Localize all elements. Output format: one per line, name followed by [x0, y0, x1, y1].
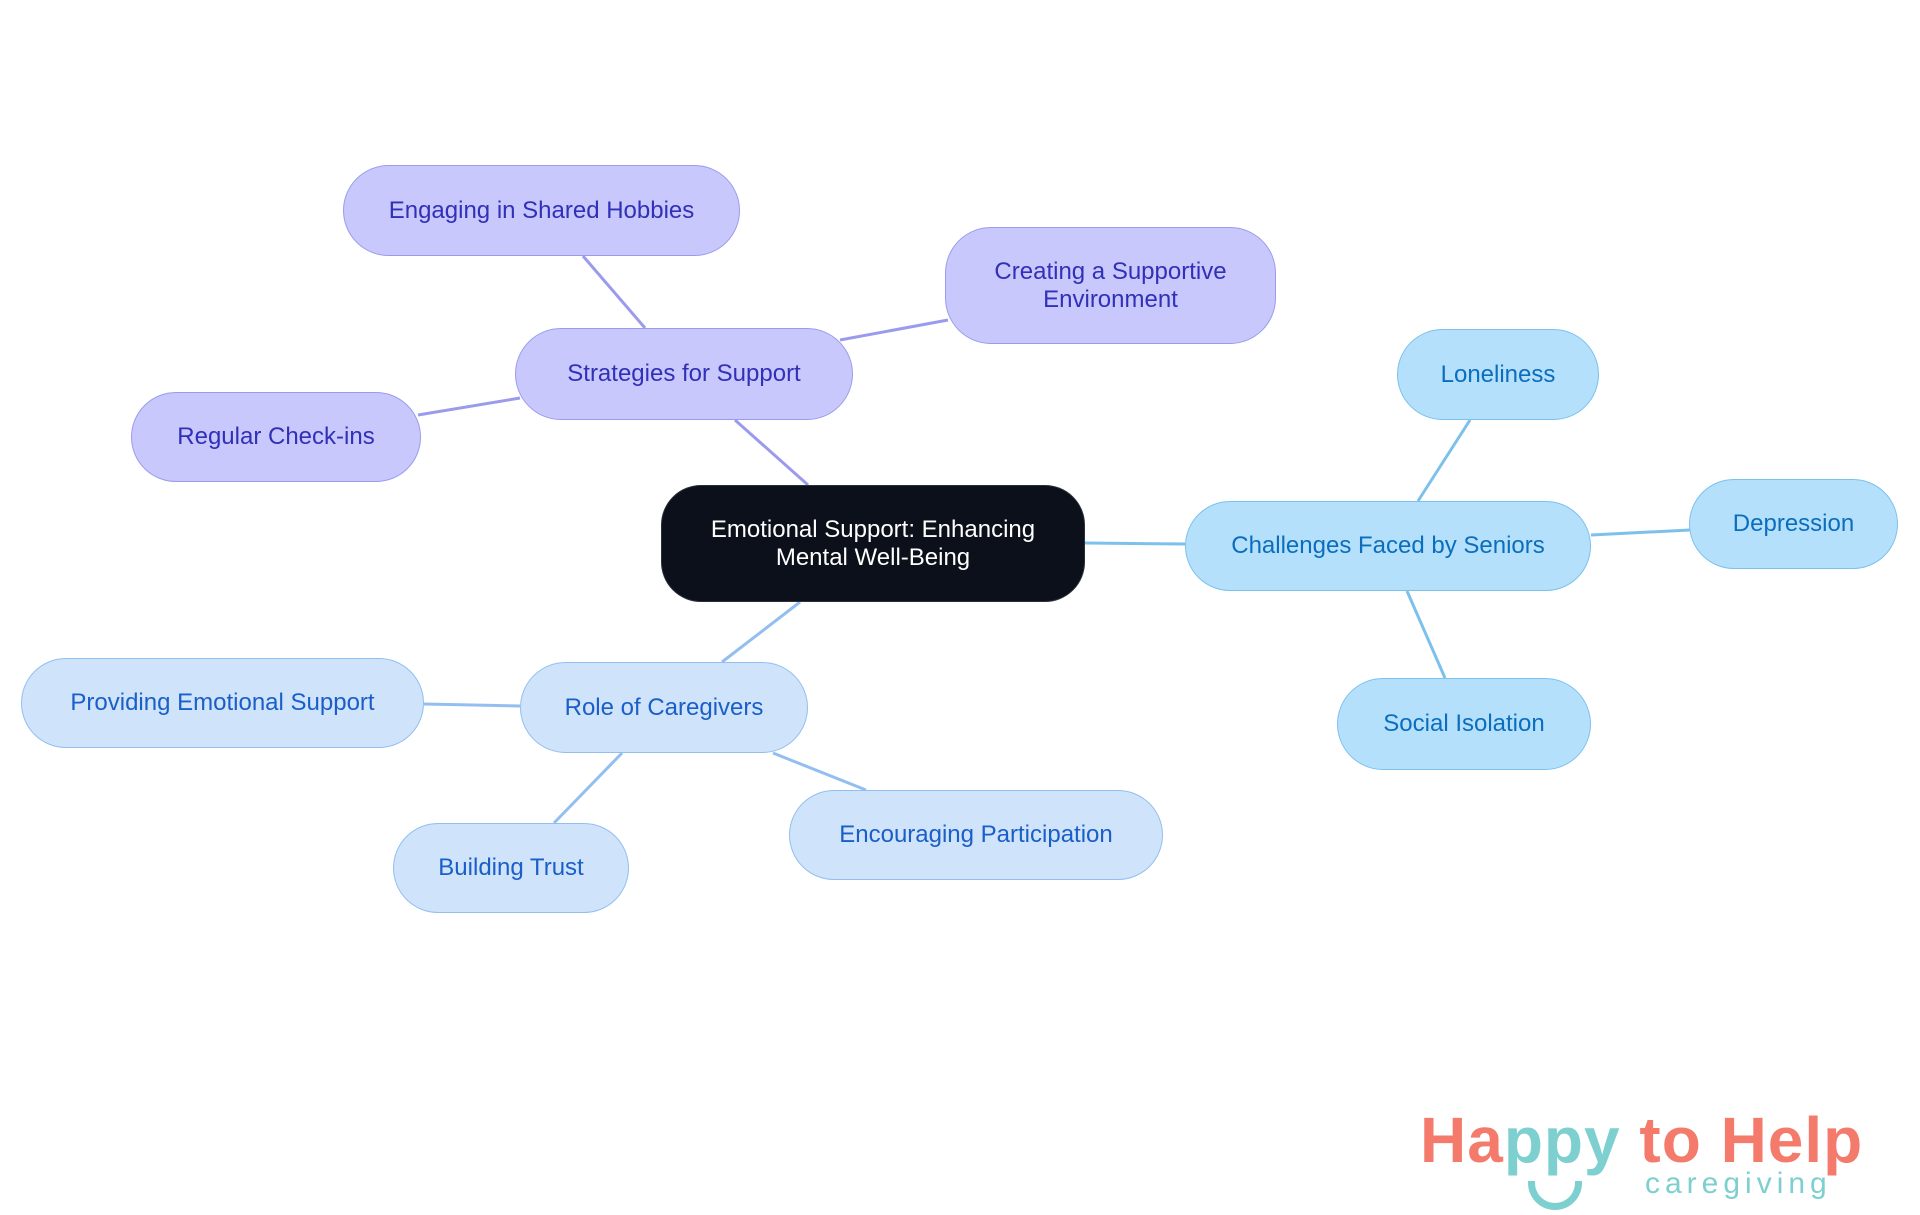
leaf-encouraging-participation[interactable]: Encouraging Participation: [789, 790, 1163, 880]
branch-role-of-caregivers[interactable]: Role of Caregivers: [520, 662, 808, 753]
logo-text-ppy: ppy: [1503, 1104, 1621, 1176]
branch-strategies-for-support[interactable]: Strategies for Support: [515, 328, 853, 420]
leaf-social-isolation[interactable]: Social Isolation: [1337, 678, 1591, 770]
leaf-loneliness[interactable]: Loneliness: [1397, 329, 1599, 420]
logo-text-ha: Ha: [1420, 1104, 1504, 1176]
logo-subtitle: caregiving: [1645, 1167, 1832, 1200]
leaf-engaging-in-shared-hobbies[interactable]: Engaging in Shared Hobbies: [343, 165, 740, 256]
happy-to-help-logo: Happy to Help caregiving: [1420, 1105, 1880, 1210]
leaf-depression[interactable]: Depression: [1689, 479, 1898, 569]
leaf-creating-supportive-environment[interactable]: Creating a Supportive Environment: [945, 227, 1276, 344]
smile-icon: [1528, 1181, 1582, 1210]
central-topic-node[interactable]: Emotional Support: Enhancing Mental Well…: [661, 485, 1085, 602]
logo-text-to-help: to Help: [1620, 1104, 1864, 1176]
logo-wordmark: Happy to Help: [1420, 1105, 1863, 1175]
branch-challenges-faced-by-seniors[interactable]: Challenges Faced by Seniors: [1185, 501, 1591, 591]
leaf-regular-check-ins[interactable]: Regular Check-ins: [131, 392, 421, 482]
leaf-providing-emotional-support[interactable]: Providing Emotional Support: [21, 658, 424, 748]
leaf-building-trust[interactable]: Building Trust: [393, 823, 629, 913]
